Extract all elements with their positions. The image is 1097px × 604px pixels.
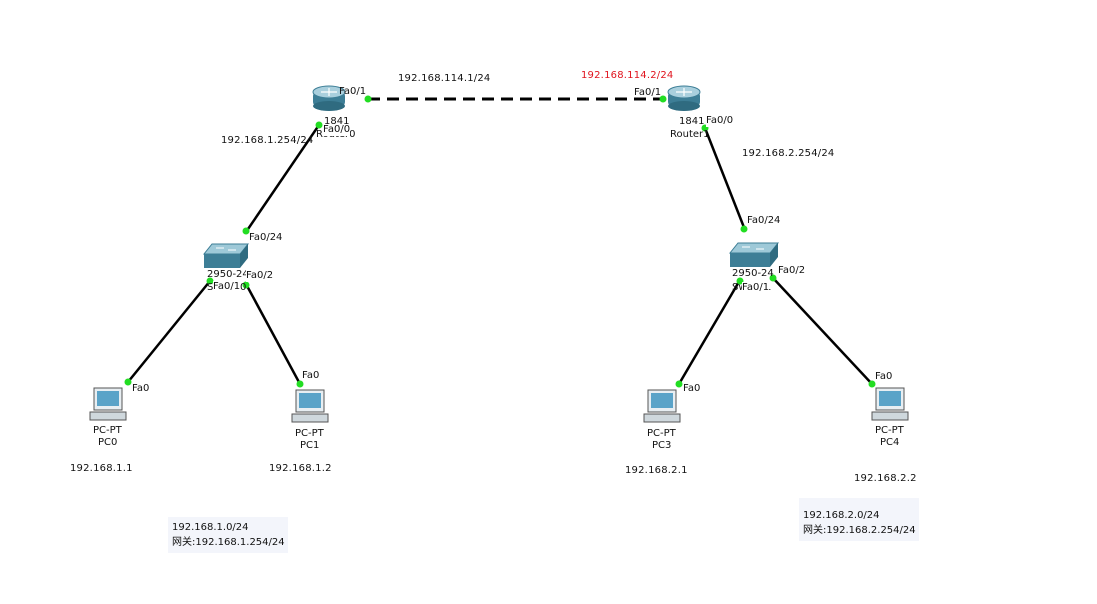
port-dot: [736, 277, 744, 285]
switch0-fa02-label: Fa0/2: [246, 270, 274, 282]
port-dot: [124, 378, 132, 386]
pc-icon[interactable]: [89, 387, 127, 421]
port-dot: [206, 277, 214, 285]
wan-network-label: 192.168.114.1/24: [398, 73, 491, 84]
pc0-ip-label: 192.168.1.1: [70, 463, 133, 474]
switch-icon[interactable]: [202, 243, 250, 268]
router0-model-label: 1841: [324, 116, 350, 127]
pc1-type-label: PC-PT: [295, 428, 324, 439]
note-right[interactable]: 192.168.2.0/24 网关:192.168.2.254/24: [799, 498, 919, 541]
router1-fa01-label: Fa0/1: [634, 87, 662, 98]
link-status-dots: [124, 95, 876, 388]
link-sw1-pc3[interactable]: [677, 279, 742, 385]
pc1-name-label: PC1: [300, 440, 320, 451]
router1-lan-ip-label: 192.168.2.254/24: [742, 148, 835, 159]
router1-fa00-label: Fa0/0: [706, 115, 734, 127]
switch1-fa024-label: Fa0/24: [747, 215, 781, 226]
pc-icon[interactable]: [291, 389, 329, 423]
switch0-fa024-label: Fa0/24: [249, 232, 283, 243]
port-dot: [868, 380, 876, 388]
pc0-name-label: PC0: [98, 437, 118, 448]
pc4-name-label: PC4: [880, 437, 900, 448]
router1-wan-ip-label: 192.168.114.2/24: [581, 70, 674, 81]
link-sw0-pc1[interactable]: [244, 283, 302, 385]
pc3-ip-label: 192.168.2.1: [625, 465, 688, 476]
router0-fa00-label: Fa0/0: [323, 124, 351, 136]
port-dot: [296, 380, 304, 388]
switch1-fa01-label: Fa0/1: [742, 282, 770, 294]
note-left-gateway: 网关:192.168.1.254/24: [172, 537, 285, 548]
switch-icon[interactable]: [728, 242, 780, 267]
switch0-model-label: 2950-24: [207, 269, 249, 280]
pc-icon[interactable]: [871, 387, 909, 421]
port-dot: [769, 274, 777, 282]
pc3-fa0-label: Fa0: [683, 383, 701, 394]
note-left-network: 192.168.1.0/24: [172, 522, 249, 533]
port-dot: [242, 227, 250, 235]
pc3-name-label: PC3: [652, 440, 672, 451]
port-dot: [740, 225, 748, 233]
switch1-fa02-label: Fa0/2: [778, 265, 806, 277]
note-right-network: 192.168.2.0/24: [803, 510, 880, 521]
link-r1-sw1[interactable]: [703, 127, 747, 231]
link-sw1-pc4[interactable]: [772, 277, 873, 385]
router1-name-label: Router1: [670, 129, 710, 140]
router1-model-label: 1841: [679, 116, 705, 127]
router0-lan-ip-label: 192.168.1.254/24: [221, 135, 314, 146]
router-icon[interactable]: [312, 85, 346, 111]
router-icon[interactable]: [667, 85, 701, 111]
pc-icon[interactable]: [643, 389, 681, 423]
port-dot: [675, 380, 683, 388]
pc1-fa0-label: Fa0: [302, 370, 320, 381]
pc0-fa0-label: Fa0: [132, 383, 150, 394]
link-r0-sw0[interactable]: [244, 124, 321, 233]
pc4-ip-label: 192.168.2.2: [854, 473, 917, 484]
pc3-type-label: PC-PT: [647, 428, 676, 439]
switch1-model-label: 2950-24: [732, 268, 774, 279]
pc0-type-label: PC-PT: [93, 425, 122, 436]
port-dot: [364, 95, 372, 103]
switch0-fa01-label: Fa0/1: [213, 281, 241, 293]
port-dot: [242, 281, 250, 289]
pc4-fa0-label: Fa0: [875, 371, 893, 382]
port-dot: [315, 121, 323, 129]
note-left[interactable]: 192.168.1.0/24 网关:192.168.1.254/24: [168, 517, 288, 553]
pc4-type-label: PC-PT: [875, 425, 904, 436]
note-right-gateway: 网关:192.168.2.254/24: [803, 525, 916, 536]
port-dot: [659, 95, 667, 103]
router0-fa01-label: Fa0/1: [339, 86, 367, 97]
link-sw0-pc0[interactable]: [127, 280, 211, 383]
pc1-ip-label: 192.168.1.2: [269, 463, 332, 474]
